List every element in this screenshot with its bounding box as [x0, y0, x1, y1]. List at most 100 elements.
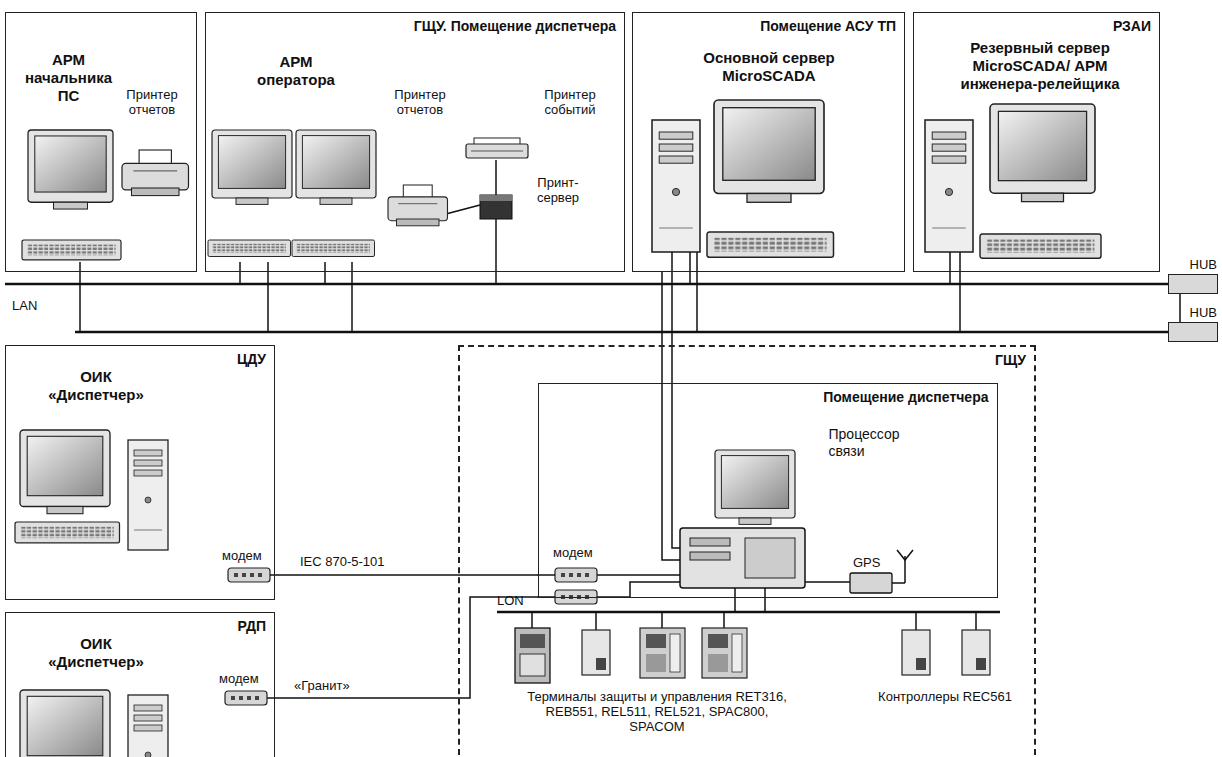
modem-icon: [555, 568, 597, 582]
monitor-icon: [28, 130, 113, 209]
modem-icon: [228, 568, 270, 582]
monitor-icon: [296, 130, 376, 204]
gps-box: [850, 573, 892, 593]
part-label: Принтер отчетов: [116, 88, 188, 118]
drawing-part: [324, 262, 326, 284]
drawing-part: [959, 252, 961, 332]
server-tower: [925, 120, 973, 252]
drawing-part: [630, 582, 680, 597]
box-label: Основной сервер MicroSCADA: [669, 49, 869, 85]
printer-icon: [388, 185, 448, 226]
drawing-part: [897, 550, 913, 560]
monitor-icon: [20, 690, 110, 757]
part-label: GPS: [853, 556, 893, 571]
drawing-part: [892, 582, 905, 584]
box-label: HUB: [1190, 257, 1217, 273]
box-heading: ГЩУ. Помещение диспетчера: [414, 18, 616, 35]
drawing-part: [764, 588, 766, 612]
lan-bus: [75, 331, 1168, 334]
box-label: Резервный сервер MicroSCADA/ АРМ инженер…: [954, 39, 1126, 93]
controller-panel: [962, 630, 990, 675]
printer-icon: [122, 150, 189, 196]
box-label: АРМ начальника ПС: [16, 51, 121, 105]
drawing-part: [537, 574, 555, 576]
drawing-part: [267, 262, 269, 332]
box-label: Процессор связи: [829, 426, 924, 460]
connector-line: [1179, 294, 1181, 322]
drawing-part: [689, 252, 691, 284]
event-printer-icon: [466, 138, 528, 158]
monitor-icon: [212, 130, 292, 204]
processor-panel: [745, 538, 795, 578]
controller-panel: [902, 630, 930, 675]
box-label: ОИК «Диспетчер»: [36, 368, 156, 404]
processor-case: [680, 528, 805, 588]
server-tower: [128, 440, 168, 550]
connector-line: [661, 272, 663, 383]
drawing-part: [805, 581, 850, 583]
lon-bus: [497, 611, 1000, 614]
keyboard-icon: [22, 240, 121, 260]
box-heading: РЗАИ: [1113, 18, 1151, 35]
terminal-relay: [640, 628, 685, 678]
terminal-screen: [520, 634, 545, 648]
room-box: ГЩУ. Помещение диспетчераАРМ оператора: [205, 12, 625, 272]
keyboard-icon: [980, 234, 1101, 258]
connector-line: [275, 574, 538, 576]
connector-line: [275, 597, 538, 698]
hub-box: HUB: [1168, 322, 1218, 342]
room-box: Помещение АСУ ТПОсновной сервер MicroSCA…: [632, 12, 905, 272]
terminal-rack: [515, 628, 550, 683]
part-label: Принтер событий: [533, 88, 607, 118]
monitor-icon: [714, 100, 824, 202]
drawing-part: [949, 252, 951, 284]
modem-icon: [225, 691, 267, 705]
processor-slot: [690, 538, 730, 546]
drawing-part: [239, 262, 241, 284]
print-server-panel: [480, 195, 512, 201]
room-box: Помещение диспетчераПроцессор связи: [538, 383, 998, 598]
part-label: Терминалы защиты и управления RET316, RE…: [522, 690, 792, 735]
server-tower: [652, 120, 700, 252]
part-label: модем: [222, 549, 282, 564]
terminal-panel: [582, 630, 610, 675]
room-wires: [537, 252, 850, 612]
link-label: IEC 870-5-101: [298, 554, 387, 570]
keyboard-icon: [208, 240, 291, 257]
drawing-part: [661, 612, 663, 628]
workstation-box: АРМ начальника ПС: [5, 12, 197, 272]
drawing-part: [723, 612, 725, 628]
keyboard-icon: [15, 522, 120, 543]
drawing-part: [595, 612, 597, 630]
drawing-part: [662, 383, 680, 560]
part-label: модем: [553, 546, 613, 561]
hub-box: HUB: [1168, 274, 1218, 294]
drawing-part: [79, 262, 81, 332]
box-label: HUB: [1190, 305, 1217, 321]
box-heading: Помещение диспетчера: [823, 389, 988, 406]
print-server-icon: [480, 195, 512, 219]
box-label: ОИК «Диспетчер»: [36, 635, 156, 671]
part-label: Контроллеры REC561: [870, 690, 1020, 705]
drawing-part: [597, 574, 680, 576]
drawing-part: [734, 588, 736, 612]
drawing-part: [531, 612, 533, 628]
drawing-part: [915, 612, 917, 630]
part-label: Принтер отчетов: [384, 88, 456, 118]
keyboard-icon: [292, 240, 375, 257]
monitor-icon: [20, 430, 110, 514]
part-label: Принт-сервер: [522, 176, 594, 206]
terminal-relay: [702, 628, 747, 678]
modem-icon: [555, 590, 597, 604]
lan-bus: [5, 283, 1168, 286]
gps-antenna: [892, 550, 913, 583]
server-tower: [128, 695, 168, 757]
box-label: ГЩУ: [995, 352, 1026, 369]
part-label: LAN: [12, 299, 52, 314]
lon-drops: [532, 612, 976, 630]
room-box: РЗАИ Резервный сервер MicroSCADA/ АРМ инж…: [913, 12, 1160, 272]
processor-monitor: [715, 450, 795, 524]
